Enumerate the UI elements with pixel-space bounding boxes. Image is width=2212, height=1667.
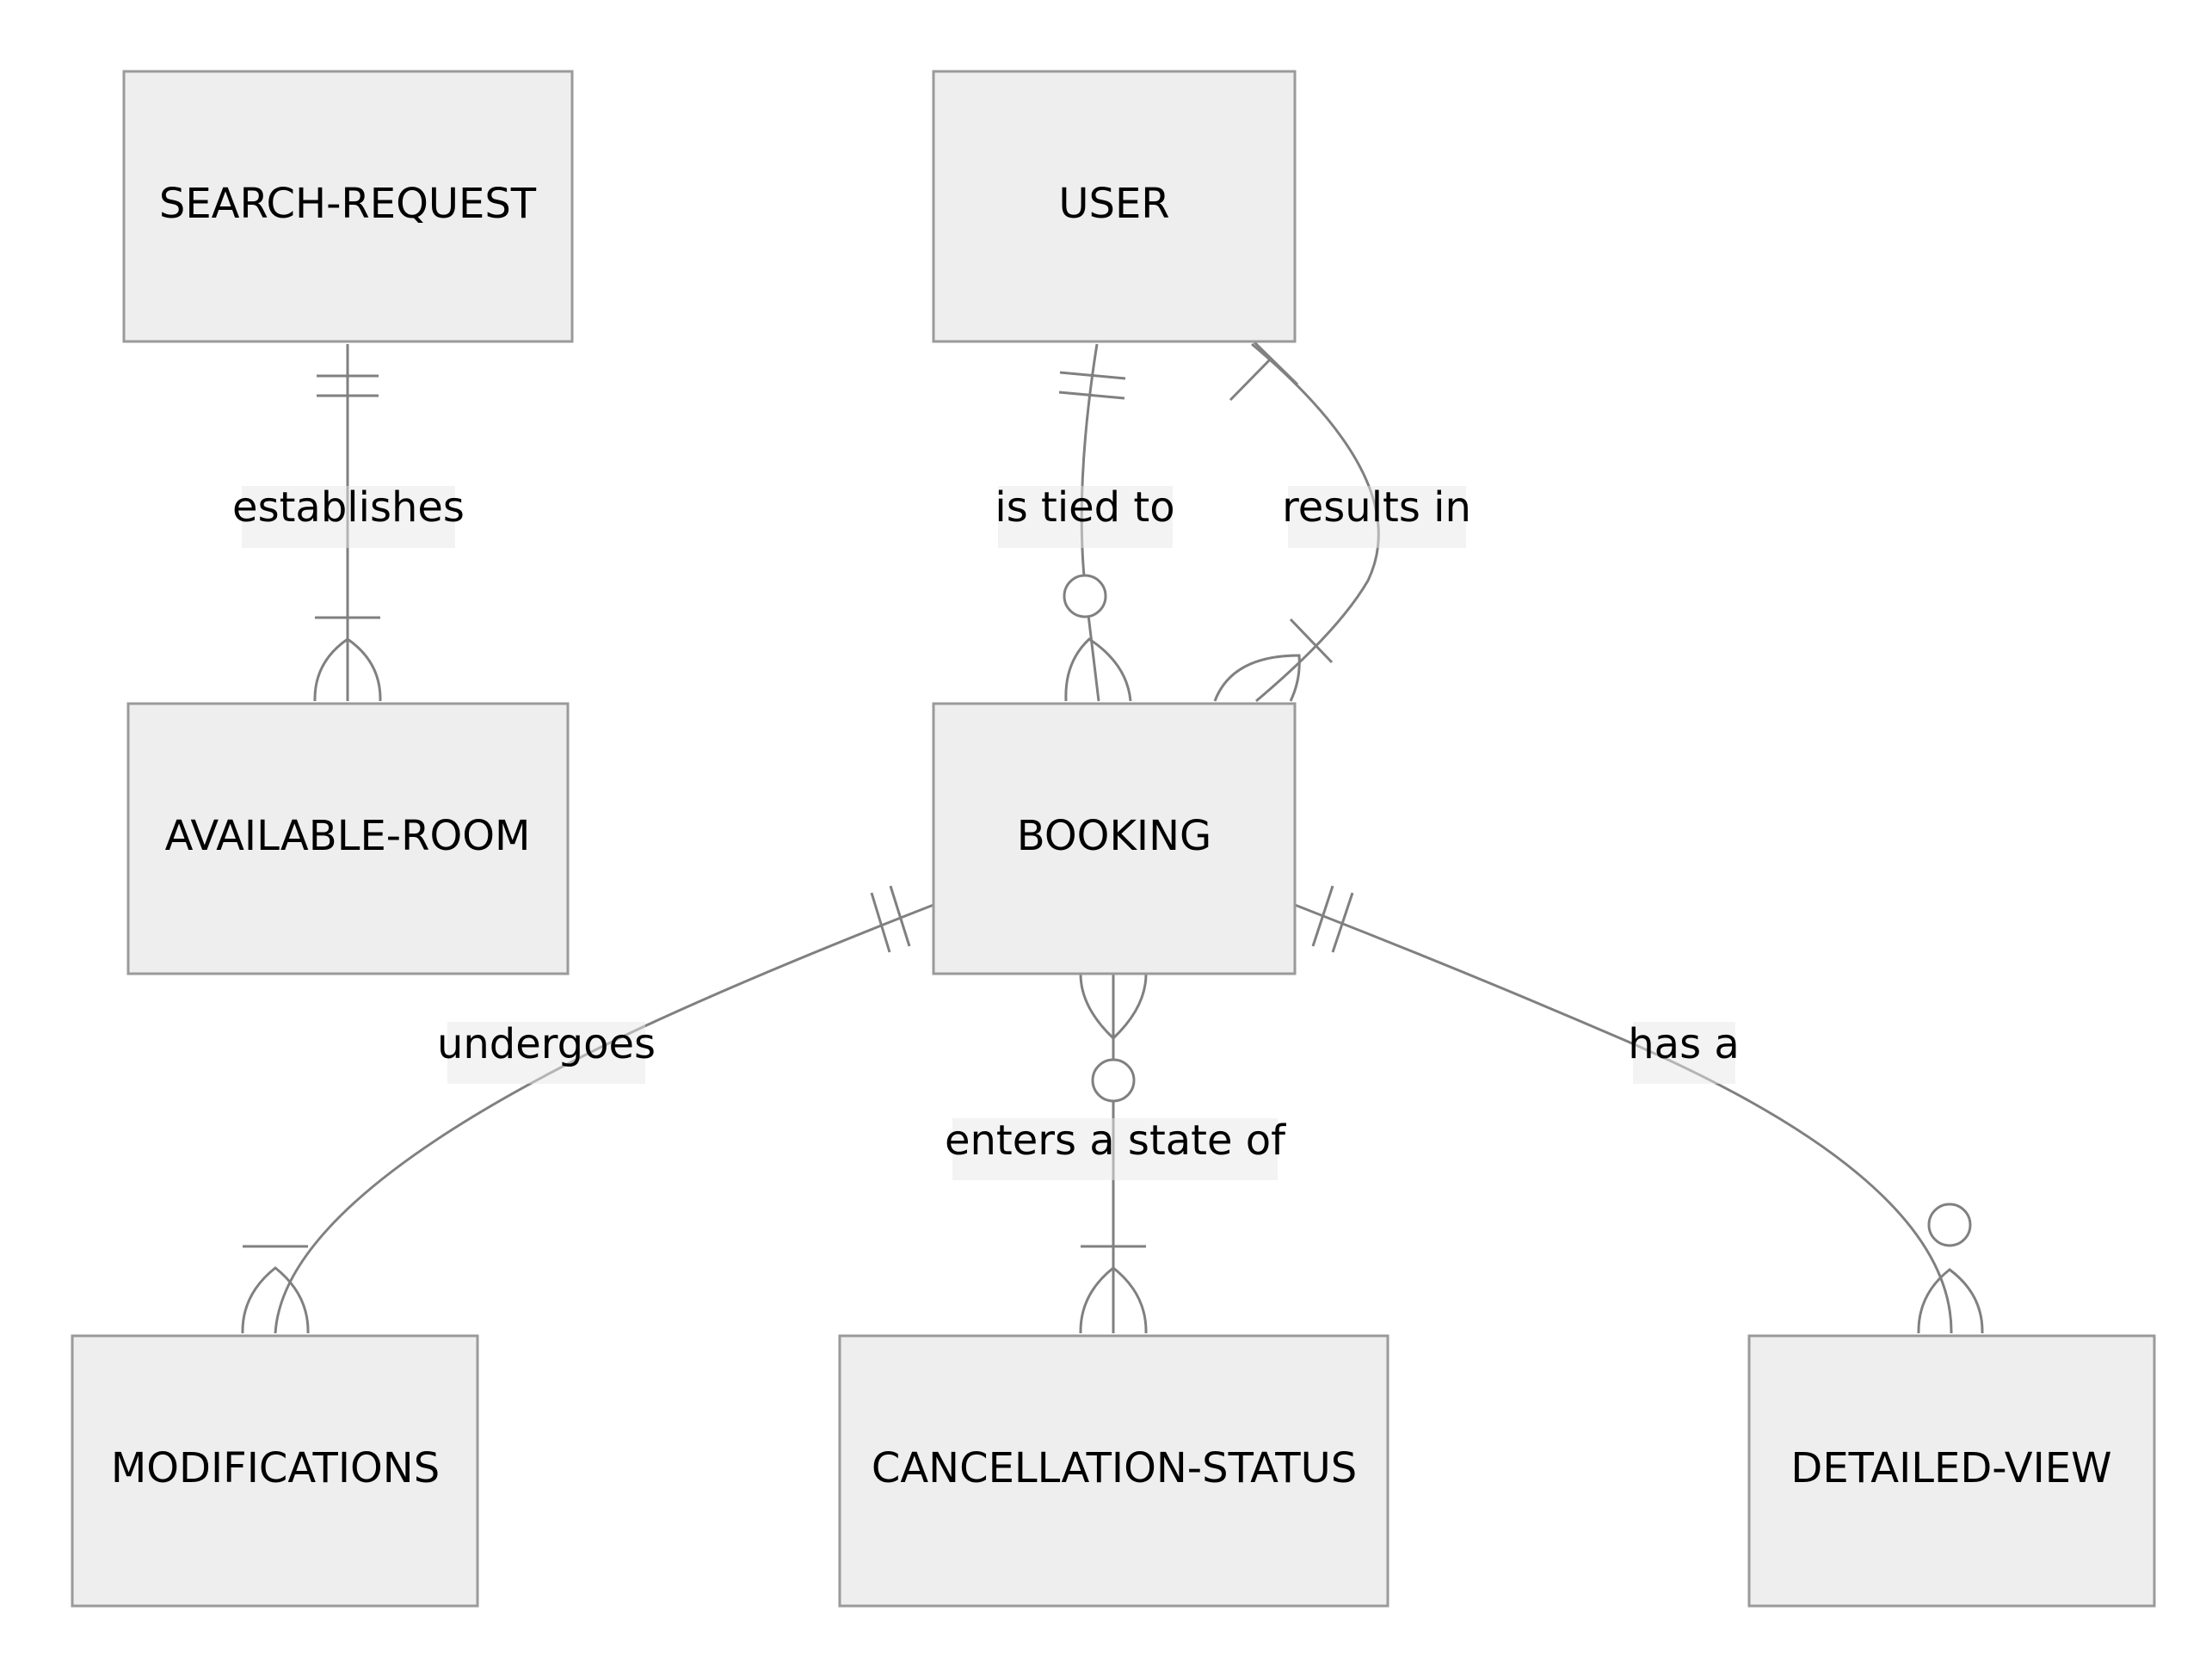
entity-booking-label: BOOKING xyxy=(1017,812,1211,860)
marker-one-search-request xyxy=(317,374,379,397)
establishes-label: establishes xyxy=(232,483,465,532)
line-user-booking-results xyxy=(1251,342,1380,703)
marker-many-booking-cancellation xyxy=(1079,971,1148,1041)
entity-detailed-view-label: DETAILED-VIEW xyxy=(1790,1444,2111,1492)
relationship-label-results-in: results in xyxy=(1282,483,1471,548)
marker-one-or-many-booking-results xyxy=(1213,618,1334,702)
entity-booking: BOOKING xyxy=(932,702,1297,975)
undergoes-label: undergoes xyxy=(437,1020,656,1068)
marker-many-detailed-view xyxy=(1917,1268,1984,1334)
entity-cancellation-status: CANCELLATION-STATUS xyxy=(838,1334,1389,1608)
line-booking-detailed-view xyxy=(1294,903,1953,1334)
marker-one-or-many-modifications xyxy=(241,1245,310,1334)
marker-zero-booking-tied xyxy=(1063,574,1107,618)
results-in-label: results in xyxy=(1282,483,1471,532)
relationship-label-undergoes: undergoes xyxy=(437,1020,656,1084)
relationship-label-has-a: has a xyxy=(1628,1020,1740,1084)
marker-zero-detailed-view xyxy=(1927,1203,1972,1247)
entity-modifications-label: MODIFICATIONS xyxy=(111,1444,440,1492)
entity-modifications: MODIFICATIONS xyxy=(71,1334,479,1608)
entity-search-request: SEARCH-REQUEST xyxy=(122,70,574,343)
marker-many-booking-tied xyxy=(1064,637,1132,702)
marker-one-user-results xyxy=(1229,341,1299,402)
relationship-label-is-tied-to: is tied to xyxy=(995,483,1175,548)
entity-available-room: AVAILABLE-ROOM xyxy=(126,702,570,975)
enters-a-state-of-label: enters a state of xyxy=(945,1116,1286,1165)
entity-available-room-label: AVAILABLE-ROOM xyxy=(165,812,531,860)
has-a-label: has a xyxy=(1628,1020,1740,1068)
entity-search-request-label: SEARCH-REQUEST xyxy=(159,180,537,228)
relationship-label-enters-a-state-of: enters a state of xyxy=(945,1116,1286,1180)
entity-user: USER xyxy=(932,70,1297,343)
entity-cancellation-status-label: CANCELLATION-STATUS xyxy=(872,1444,1357,1492)
entity-detailed-view: DETAILED-VIEW xyxy=(1747,1334,2156,1608)
marker-one-booking-has-a xyxy=(1311,885,1354,953)
is-tied-to-label: is tied to xyxy=(995,483,1174,532)
marker-one-or-many-cancellation xyxy=(1079,1245,1148,1334)
relationship-label-establishes: establishes xyxy=(232,483,465,548)
marker-one-user-tied xyxy=(1058,371,1126,400)
marker-one-booking-undergoes xyxy=(870,885,911,953)
entity-user-label: USER xyxy=(1058,180,1169,228)
marker-zero-booking-cancellation xyxy=(1091,1058,1136,1103)
marker-one-or-many-available-room xyxy=(313,616,382,702)
cardinality-markers xyxy=(241,341,1984,1334)
